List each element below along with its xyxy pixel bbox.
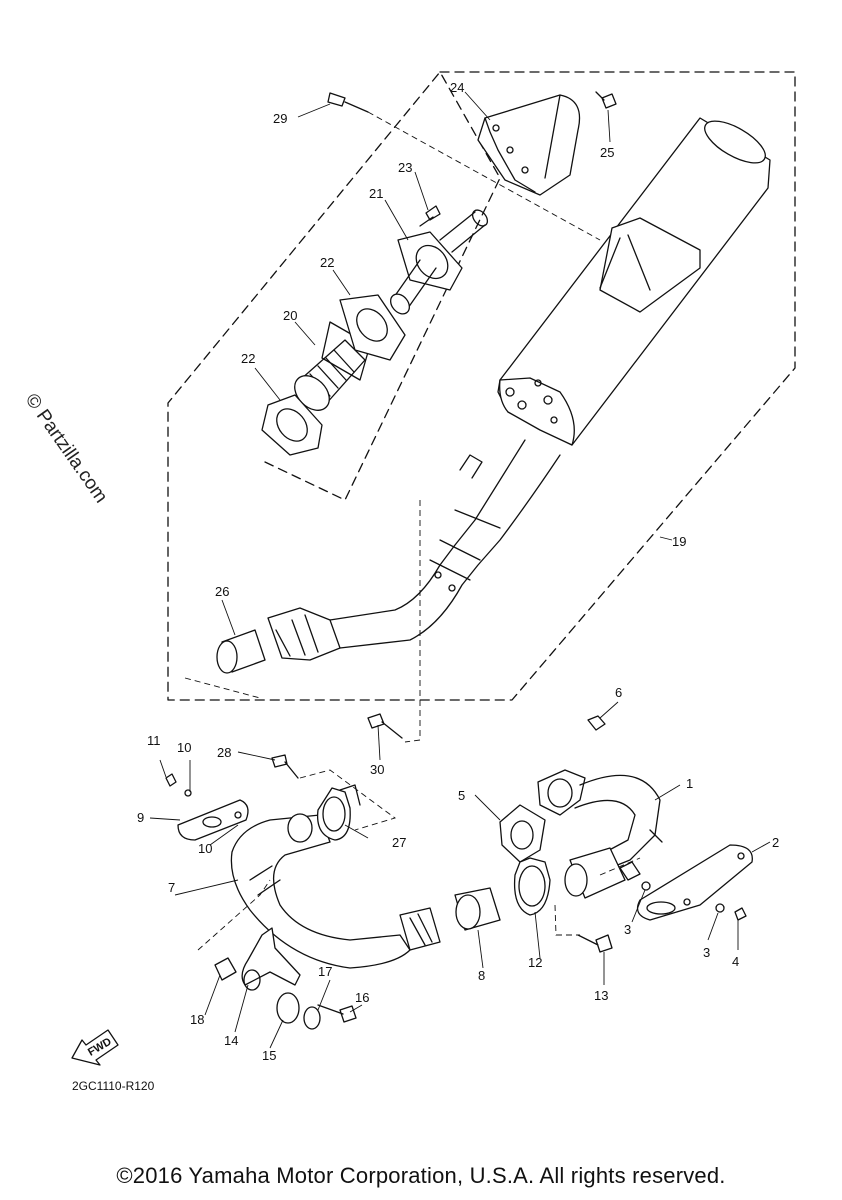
fwd-arrow-icon <box>71 1029 119 1066</box>
bolt-11 <box>165 773 177 787</box>
callout-14: 14 <box>224 1033 238 1048</box>
callout-11: 11 <box>147 733 161 748</box>
callout-27: 27 <box>392 835 406 850</box>
gasket-22-lower <box>261 394 323 456</box>
callout-30: 30 <box>370 762 384 777</box>
callout-8: 8 <box>478 968 485 983</box>
callout-9: 9 <box>137 810 144 825</box>
callout-26: 26 <box>215 584 229 599</box>
callout-3-right: 3 <box>703 945 710 960</box>
bolt-30 <box>367 713 403 739</box>
callout-20: 20 <box>283 308 297 323</box>
heat-shield-2 <box>636 844 753 921</box>
callout-1: 1 <box>686 776 693 791</box>
flange-tube-21 <box>389 209 489 315</box>
bolt-28 <box>271 754 299 779</box>
washer-17 <box>303 1006 321 1030</box>
bolt-25 <box>595 91 617 109</box>
exhaust-pipe-7 <box>230 813 441 969</box>
callout-10-upper: 10 <box>177 740 191 755</box>
bolt-23 <box>419 205 441 227</box>
callout-19: 19 <box>672 534 686 549</box>
callout-4: 4 <box>732 954 739 969</box>
callout-15: 15 <box>262 1048 276 1063</box>
muffler-assembly-boundary <box>167 71 796 701</box>
callout-16: 16 <box>355 990 369 1005</box>
nut-6 <box>587 715 606 731</box>
bolt-29 <box>327 92 369 113</box>
callout-5: 5 <box>458 788 465 803</box>
callout-22-upper: 22 <box>320 255 334 270</box>
bolt-13 <box>577 934 613 953</box>
callout-21: 21 <box>369 186 383 201</box>
reference-code: 2GC1110-R120 <box>72 1079 155 1093</box>
exhaust-pipe-1 <box>537 769 663 899</box>
copyright-notice: ©2016 Yamaha Motor Corporation, U.S.A. A… <box>116 1163 726 1188</box>
callout-18: 18 <box>190 1012 204 1027</box>
callout-12: 12 <box>528 955 542 970</box>
muffler-19 <box>267 117 771 661</box>
callout-23: 23 <box>398 160 412 175</box>
washer-3-right <box>715 903 725 913</box>
collar-18 <box>214 957 237 981</box>
callout-29: 29 <box>273 111 287 126</box>
bolt-16 <box>317 1004 357 1023</box>
callout-17: 17 <box>318 964 332 979</box>
callout-13: 13 <box>594 988 608 1003</box>
callout-22-lower: 22 <box>241 351 255 366</box>
bolt-4 <box>734 907 747 921</box>
gasket-5 <box>499 804 546 863</box>
joint-8 <box>454 887 501 931</box>
callout-7: 7 <box>168 880 175 895</box>
bracket-14 <box>241 927 301 991</box>
callout-28: 28 <box>217 745 231 760</box>
callout-10-lower: 10 <box>198 841 212 856</box>
gasket-26 <box>216 629 266 674</box>
damper-15 <box>276 992 300 1024</box>
clamp-27 <box>316 784 361 841</box>
callout-2: 2 <box>772 835 779 850</box>
end-cap-24 <box>477 94 581 196</box>
callout-6: 6 <box>615 685 622 700</box>
callout-24: 24 <box>450 80 464 95</box>
washer-3-left <box>641 881 651 891</box>
callout-3-left: 3 <box>624 922 631 937</box>
clamp-12 <box>513 857 551 916</box>
heat-shield-9 <box>177 789 249 841</box>
gasket-22-upper <box>339 294 406 361</box>
callout-25: 25 <box>600 145 614 160</box>
